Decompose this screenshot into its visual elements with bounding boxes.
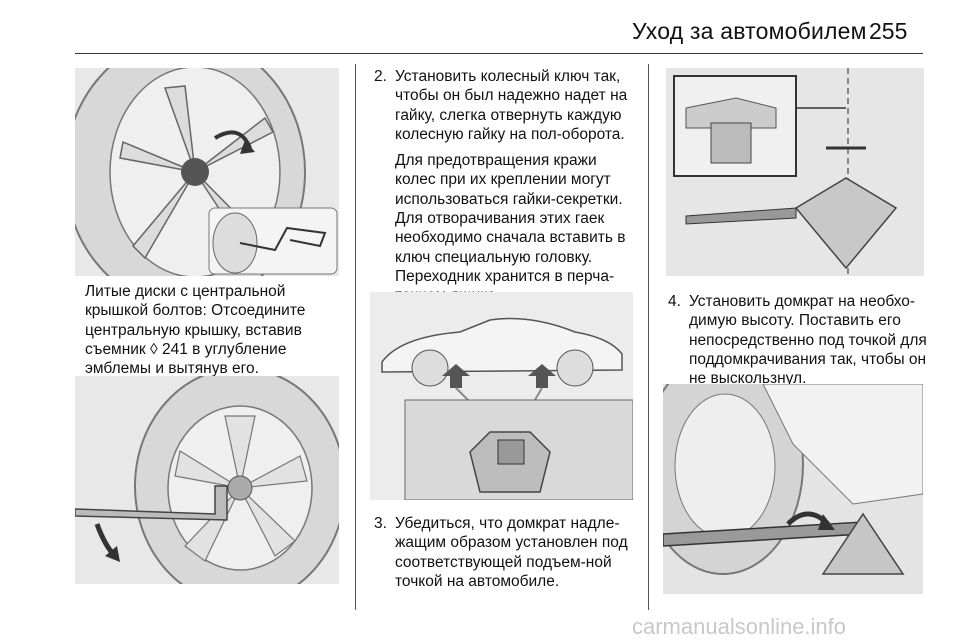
- header-rule: [75, 53, 923, 54]
- page-reference-icon: ◊: [150, 340, 158, 358]
- figure-car-lifting-points: [370, 292, 633, 500]
- page-number: 255: [869, 18, 908, 44]
- jack-cranking-illustration: [663, 384, 923, 594]
- jack-position-illustration: [666, 68, 924, 276]
- step-4: 4. Установить домкрат на необхо-димую вы…: [668, 292, 930, 388]
- watermark: carmanualsonline.info: [632, 614, 847, 639]
- center-cap-paragraph: Литые диски с центральной крышкой болтов…: [85, 282, 343, 378]
- step-4-number: 4.: [668, 293, 681, 310]
- column-divider-right: [648, 64, 649, 610]
- step-3: 3. Убедиться, что домкрат надле-жащим об…: [374, 514, 636, 591]
- step-3-text: Убедиться, что домкрат надле-жащим образ…: [395, 515, 628, 590]
- step-2-number: 2.: [374, 68, 387, 85]
- step-3-number: 3.: [374, 515, 387, 532]
- figure-wheel-center-cap: [75, 68, 339, 276]
- wheel-cap-illustration: [75, 68, 338, 276]
- center-cap-text: Литые диски с центральной крышкой болтов…: [85, 283, 306, 358]
- step-2-text: Установить колесный ключ так, чтобы он б…: [395, 68, 628, 143]
- page-header: Уход за автомобилем 255: [0, 0, 960, 56]
- figure-jack-cranking: [663, 384, 923, 594]
- column-divider-left: [355, 64, 356, 610]
- car-lifting-illustration: [370, 292, 633, 500]
- step-2: 2. Установить колесный ключ так, чтобы о…: [374, 67, 636, 306]
- center-cap-text-tail: 241 в углубление эмблемы и вытянув его.: [85, 340, 287, 378]
- figure-wheel-wrench: [75, 376, 339, 584]
- step-2-note: Для предотвращения кражи колес при их кр…: [395, 152, 626, 304]
- step-4-text: Установить домкрат на необхо-димую высот…: [689, 293, 927, 388]
- page-title: Уход за автомобилем: [632, 18, 867, 44]
- figure-jack-position: [666, 68, 924, 276]
- wheel-wrench-illustration: [75, 376, 339, 584]
